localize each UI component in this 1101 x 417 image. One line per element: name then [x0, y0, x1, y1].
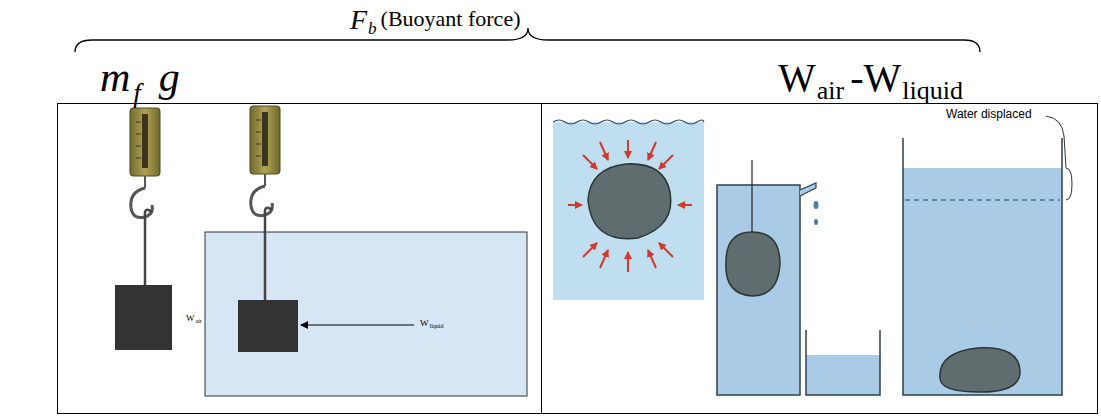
catch-beaker-water [806, 355, 880, 395]
symbol: g [159, 56, 180, 98]
heading-label: (Buoyant force) [381, 8, 521, 30]
panel-divider [541, 104, 542, 414]
catch-beaker [806, 330, 880, 395]
symbol: W [778, 58, 816, 98]
stone [726, 232, 780, 296]
beaker-water [903, 168, 1062, 395]
original-level [905, 200, 1060, 201]
curly-brace [75, 28, 980, 52]
subscript: liquid [430, 323, 444, 329]
water-body [553, 122, 704, 300]
subscript: f [133, 80, 141, 107]
water-drop [814, 201, 819, 209]
pressure-arrows [568, 140, 692, 272]
water-drop [814, 219, 818, 225]
beaker [903, 138, 1062, 395]
subscript: air [196, 318, 202, 324]
subscript: b [368, 20, 377, 37]
water-surface [553, 120, 704, 124]
spring-scale [130, 108, 160, 218]
overflow-can [717, 185, 800, 395]
weight-block [115, 285, 172, 350]
subscript: air [817, 78, 844, 104]
string [751, 160, 752, 232]
stone [588, 164, 671, 239]
liquid-tank [205, 232, 527, 396]
callout-label: Water displaced [946, 108, 1032, 120]
hook-rod [265, 208, 272, 300]
symbol: F [350, 6, 367, 34]
symbol: m [100, 56, 130, 98]
subscript: liquid [902, 78, 963, 104]
spout [800, 183, 816, 196]
panel-frame [58, 104, 1098, 414]
leader-line [1046, 116, 1072, 200]
leader-arrow [301, 324, 414, 325]
spring-scale [250, 106, 280, 216]
symbol: -W [850, 58, 901, 98]
weight-label: W [420, 319, 429, 328]
hook-rod [145, 210, 152, 285]
weight-label: W [186, 314, 195, 323]
weight-block [238, 300, 298, 352]
stone [940, 348, 1020, 392]
